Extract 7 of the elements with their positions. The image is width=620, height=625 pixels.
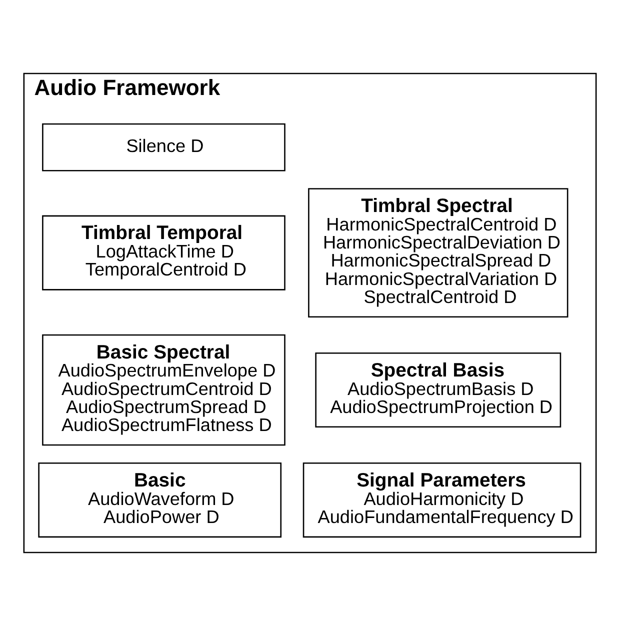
node-box: Signal Parameters AudioHarmonicity D AudioFundamentalFrequency D — [302, 462, 582, 538]
node-box: Timbral Spectral HarmonicSpectralCentroid D HarmonicSpectralDeviation D HarmonicSpectralSpread D HarmonicSpectralVariation D SpectralCentroid D — [308, 188, 568, 318]
node-box: Spectral Basis AudioSpectrumBasis D AudioSpectrumProjection D — [315, 352, 562, 428]
node-box: Silence D — [42, 122, 286, 171]
node-box: Basic Spectral AudioSpectrumEnvelope D AudioSpectrumCentroid D AudioSpectrumSpread D AudioSpectrumFlatness D — [42, 334, 286, 446]
node-box: Timbral Temporal LogAttackTime D TemporalCentroid D — [42, 214, 286, 290]
node-box: Basic AudioWaveform D AudioPower D — [38, 462, 282, 538]
